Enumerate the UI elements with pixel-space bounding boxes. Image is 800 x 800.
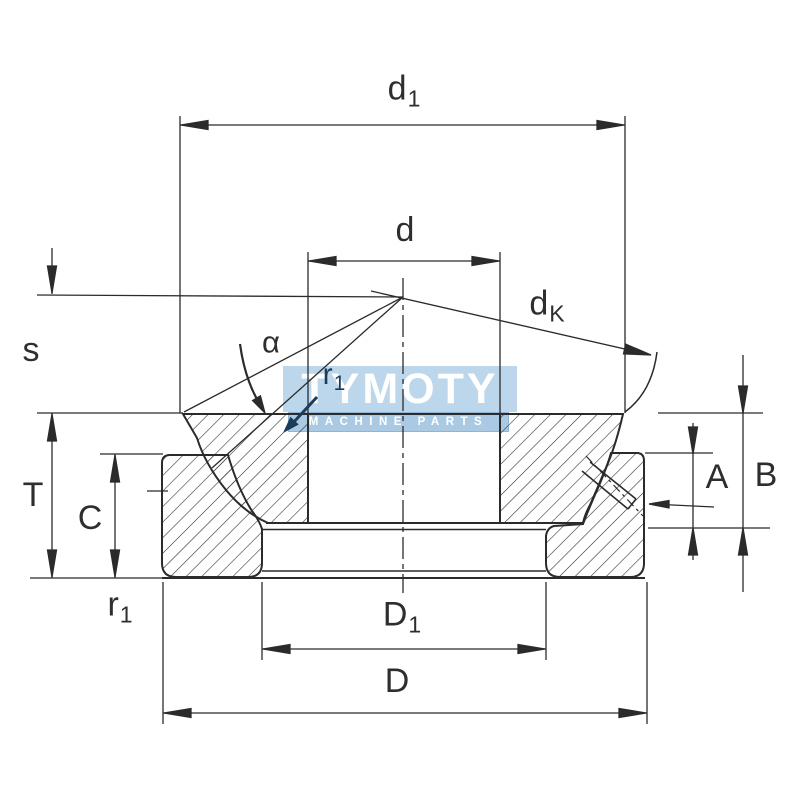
dimension-B xyxy=(737,355,749,592)
sphere-diameter-arc xyxy=(624,351,658,413)
dimension-A xyxy=(687,423,699,560)
label-B: B xyxy=(754,456,778,494)
label-T: T xyxy=(22,476,44,514)
dimension-lines xyxy=(46,119,749,719)
cone-construction-lines xyxy=(36,290,652,469)
housing-washer-right-section xyxy=(545,452,645,578)
dimension-T xyxy=(46,413,58,578)
label-D: D xyxy=(384,662,410,700)
label-D1: D1 xyxy=(382,595,422,638)
label-r1-bore: r1 xyxy=(322,358,346,395)
label-dk: dK xyxy=(529,284,565,327)
watermark-brand: TYMOTY xyxy=(283,365,517,413)
label-r1-left: r1 xyxy=(107,585,133,628)
lube-hole-axis-line xyxy=(585,455,644,517)
r1-bore-leader xyxy=(282,395,319,434)
dimension-dk xyxy=(622,343,652,356)
seat-chamfer-leader xyxy=(648,499,715,509)
label-alpha: α xyxy=(262,324,280,360)
watermark-tagline: MACHINE PARTS xyxy=(288,412,509,432)
housing-washer-left-section xyxy=(161,454,263,578)
label-C: C xyxy=(77,499,103,537)
dimension-D xyxy=(163,707,647,719)
bearing-cross-section xyxy=(161,413,645,578)
label-d: d xyxy=(395,211,415,249)
alpha-angle-arrow xyxy=(238,343,267,416)
dimension-C xyxy=(109,454,121,578)
label-A: A xyxy=(705,458,729,496)
dimension-D1 xyxy=(262,643,546,655)
dimension-s xyxy=(46,248,58,294)
label-d1: d1 xyxy=(387,69,421,112)
dimension-d1 xyxy=(180,119,625,131)
label-s: s xyxy=(22,331,40,369)
dimension-d xyxy=(308,255,500,267)
